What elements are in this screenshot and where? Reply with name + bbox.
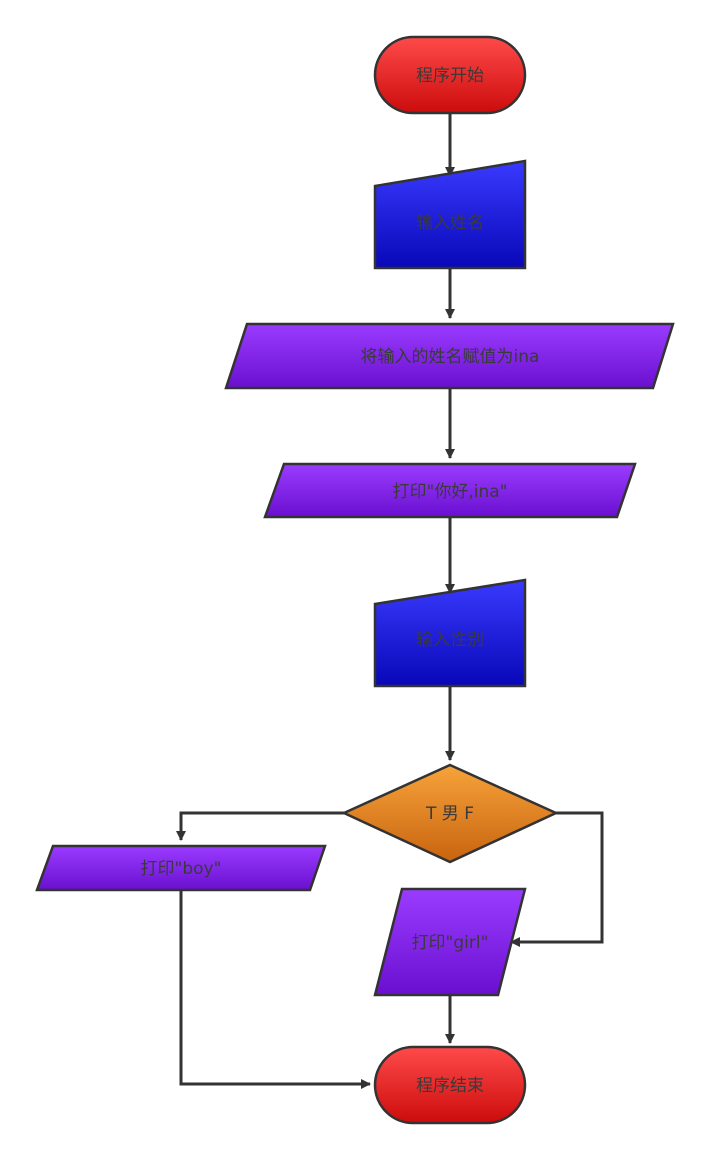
edge-decision-false-to-girl <box>510 811 604 947</box>
end-label: 程序结束 <box>416 1076 484 1096</box>
gender-decision-node: T 男 F <box>340 763 560 864</box>
print-boy-node: 打印"boy" <box>35 844 327 892</box>
print-boy-shape <box>35 844 327 892</box>
print-girl-shape <box>373 887 527 997</box>
edge-boy-to-end <box>179 890 371 1089</box>
end-terminal-shape <box>373 1045 527 1125</box>
assign-name-node: 将输入的姓名赋值为ina <box>224 322 675 390</box>
print-hello-node: 打印"你好,ina" <box>263 462 637 519</box>
gender-decision-shape <box>340 763 560 864</box>
input-name-label: 输入姓名 <box>416 213 484 233</box>
print-girl-label: 打印"girl" <box>412 933 489 953</box>
start-terminal-shape <box>373 35 527 115</box>
print-hello-label: 打印"你好,ina" <box>393 482 508 502</box>
print-boy-label: 打印"boy" <box>141 859 222 879</box>
input-gender-shape <box>373 578 527 688</box>
start-terminal: 程序开始 <box>373 35 527 115</box>
gender-decision-label: T 男 F <box>425 804 474 824</box>
print-girl-node: 打印"girl" <box>373 887 527 997</box>
connectors <box>176 113 604 1089</box>
assign-name-shape <box>224 322 675 390</box>
input-name-node: 输入姓名 <box>373 159 527 270</box>
edge-decision-true-to-boy <box>176 811 344 841</box>
input-gender-node: 输入性别 <box>373 578 527 688</box>
input-gender-label: 输入性别 <box>416 630 484 650</box>
input-name-shape <box>373 159 527 270</box>
end-terminal: 程序结束 <box>373 1045 527 1125</box>
start-label: 程序开始 <box>416 66 484 86</box>
assign-name-label: 将输入的姓名赋值为ina <box>361 347 540 367</box>
print-hello-shape <box>263 462 637 519</box>
